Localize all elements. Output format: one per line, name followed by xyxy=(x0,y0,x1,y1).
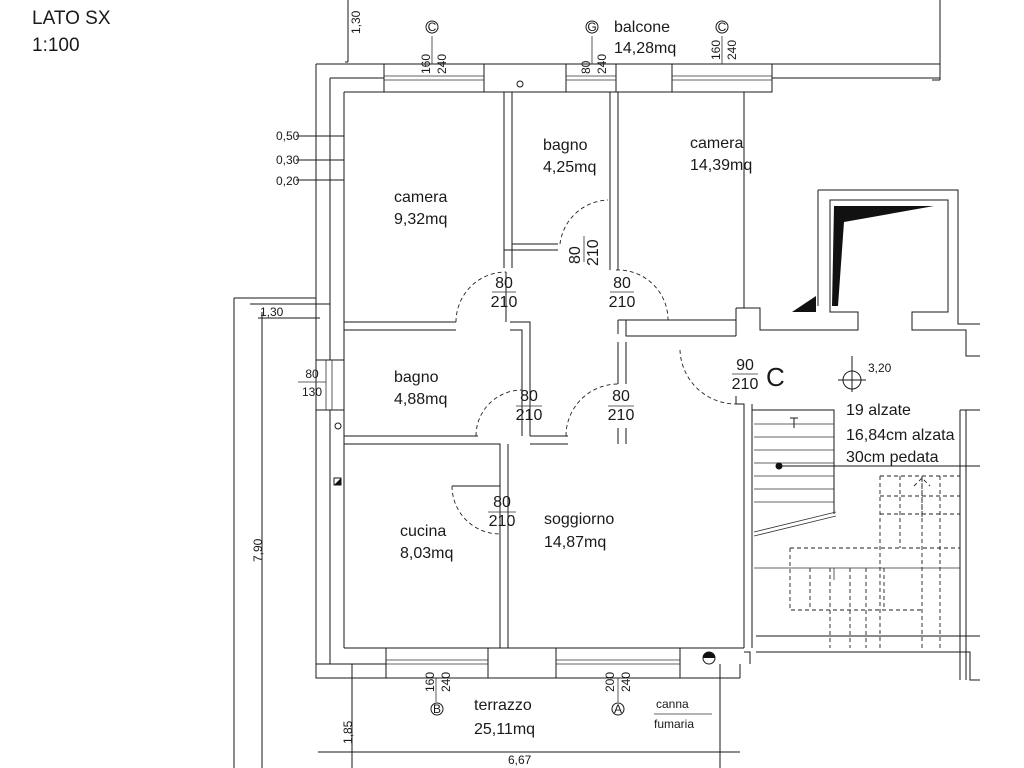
section-marker-icon xyxy=(838,356,866,392)
dim-top-left: 1,30 xyxy=(349,10,363,34)
left-dimension-lines xyxy=(233,135,740,768)
window-tag-1: C xyxy=(428,20,437,34)
room-bagno-mid-name: bagno xyxy=(394,369,439,386)
window-top-2 xyxy=(565,63,617,93)
door-5-height: 210 xyxy=(608,407,635,424)
stair-radius: 3,20 xyxy=(868,361,892,375)
room-camera-left-area: 9,32mq xyxy=(394,211,447,228)
stair-below-dashed xyxy=(789,475,960,648)
door-6-height: 210 xyxy=(489,513,516,530)
room-bagno-mid-area: 4,88mq xyxy=(394,391,447,408)
stair-void-small xyxy=(792,296,816,312)
window-tag-2: G xyxy=(587,20,596,34)
chimney-icon xyxy=(702,651,716,665)
plan-scale-label: 1:100 xyxy=(32,35,80,56)
door-3-height: 210 xyxy=(585,239,602,266)
fixture-circle-left xyxy=(334,422,342,430)
chimney-label-2: fumaria xyxy=(654,717,694,731)
door-7-width: 90 xyxy=(736,357,754,374)
window-tag-3: C xyxy=(718,20,727,34)
window-bottom-2 xyxy=(555,647,681,679)
stair-core xyxy=(735,189,980,681)
side-window-width: 80 xyxy=(305,367,319,381)
fixture-circle-top xyxy=(516,80,524,88)
dim-020: 0,20 xyxy=(276,174,300,188)
stair-risers: 19 alzate xyxy=(846,402,911,419)
room-bagno-top-name: bagno xyxy=(543,137,588,154)
room-terrazzo-name: terrazzo xyxy=(474,697,532,714)
side-window-height: 130 xyxy=(302,385,322,399)
room-camera-left-name: camera xyxy=(394,189,447,206)
door-4-height: 210 xyxy=(516,407,543,424)
door-5-width: 80 xyxy=(612,388,630,405)
window-5-width: 200 xyxy=(603,672,617,692)
window-tag-4: B xyxy=(433,702,441,716)
window-1-width: 160 xyxy=(419,54,433,74)
door-1-height: 210 xyxy=(491,294,518,311)
dim-bottom-total: 6,67 xyxy=(508,753,532,767)
dim-bottom-left: 1,85 xyxy=(341,720,355,744)
window-2-width: 80 xyxy=(579,60,593,74)
window-4-width: 160 xyxy=(423,672,437,692)
window-tags xyxy=(425,20,729,716)
stair-tread: 30cm pedata xyxy=(846,449,939,466)
window-tag-5: A xyxy=(614,702,622,716)
window-top-1 xyxy=(383,63,485,93)
dim-vertical-total: 7,90 xyxy=(251,538,265,562)
door-4-width: 80 xyxy=(520,388,538,405)
room-cucina-name: cucina xyxy=(400,523,446,540)
dim-050: 0,50 xyxy=(276,129,300,143)
window-4-height: 240 xyxy=(439,672,453,692)
window-side xyxy=(315,359,345,411)
room-soggiorno-name: soggiorno xyxy=(544,511,614,528)
window-bottom-1 xyxy=(385,647,489,679)
door-labels xyxy=(488,236,758,513)
window-1-height: 240 xyxy=(435,54,449,74)
room-balcone-name: balcone xyxy=(614,19,670,36)
dim-030: 0,30 xyxy=(276,153,300,167)
stair-riser-height: 16,84cm alzata xyxy=(846,427,955,444)
window-5-height: 240 xyxy=(619,672,633,692)
room-balcone-area: 14,28mq xyxy=(614,40,676,57)
door-3-width: 80 xyxy=(567,246,584,264)
room-bagno-top-area: 4,25mq xyxy=(543,159,596,176)
door-7-height: 210 xyxy=(732,376,759,393)
window-top-3 xyxy=(671,63,773,93)
stair-void-marker xyxy=(832,206,934,306)
door-arcs xyxy=(451,199,737,535)
window-3-height: 240 xyxy=(725,40,739,60)
chimney-label-1: canna xyxy=(656,697,689,711)
room-terrazzo-area: 25,11mq xyxy=(474,721,535,738)
stair-treads xyxy=(753,417,980,580)
room-soggiorno-area: 14,87mq xyxy=(544,534,606,551)
dim-left-offset: 1,30 xyxy=(260,305,284,319)
door-6-width: 80 xyxy=(493,494,511,511)
interior-walls xyxy=(344,92,736,648)
room-cucina-area: 8,03mq xyxy=(400,545,453,562)
window-3-width: 160 xyxy=(709,40,723,60)
window-2-height: 240 xyxy=(595,54,609,74)
door-2-height: 210 xyxy=(609,294,636,311)
plan-side-label: LATO SX xyxy=(32,8,111,29)
door-2-width: 80 xyxy=(613,275,631,292)
room-camera-right-area: 14,39mq xyxy=(690,157,752,174)
stair-zone-label: C xyxy=(766,362,785,392)
door-1-width: 80 xyxy=(495,275,513,292)
room-camera-right-name: camera xyxy=(690,135,743,152)
balcony-outline xyxy=(345,0,941,81)
